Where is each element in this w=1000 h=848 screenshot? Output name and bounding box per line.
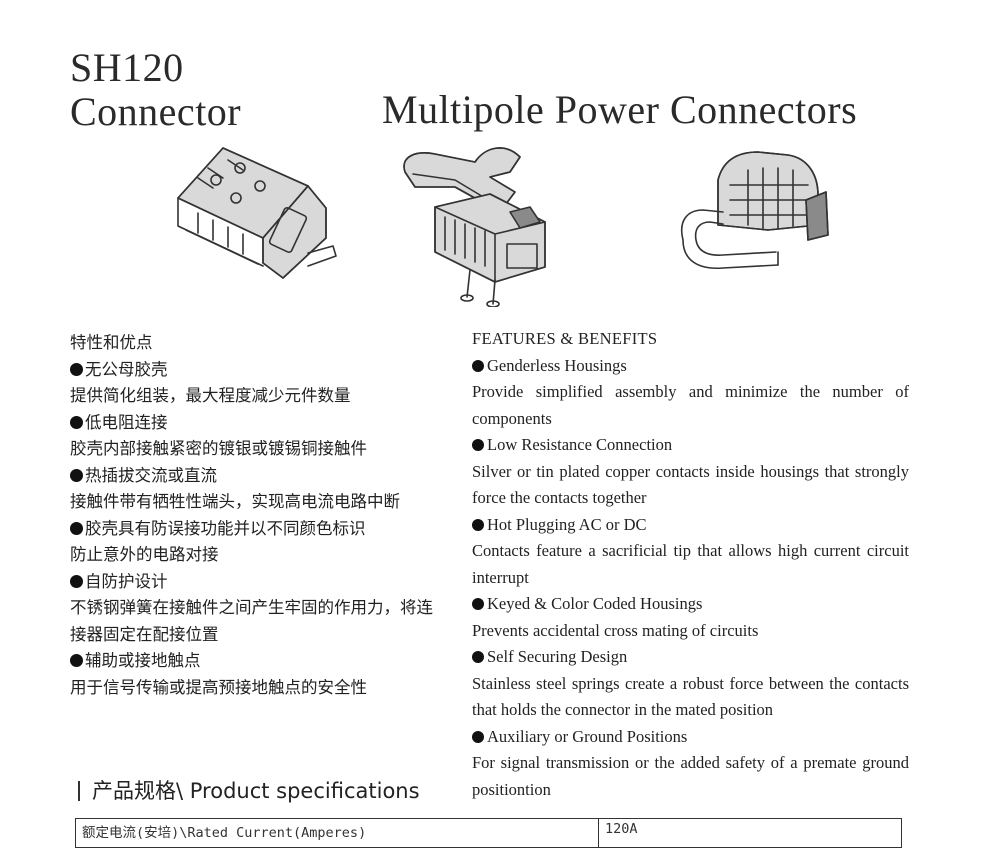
features-zh-text: 接器固定在配接位置: [70, 624, 219, 644]
bullet-icon: [70, 415, 83, 429]
bullet-icon: [472, 598, 484, 610]
features-en-desc: Stainless steel springs create a robust …: [472, 673, 909, 720]
features-en-bullet: Genderless Housings: [472, 353, 909, 380]
features-zh-text: 热插拔交流或直流: [85, 465, 217, 485]
features-zh-text: 防止意外的电路对接: [70, 545, 219, 564]
features-en-heading: FEATURES & BENEFITS: [472, 329, 658, 348]
bullet-icon: [472, 439, 484, 451]
features-en-title: Hot Plugging AC or DC: [487, 514, 647, 534]
heading-divider: [78, 781, 80, 801]
specs-row: 额定电流(安培)\Rated Current(Amperes)120A: [75, 818, 902, 848]
features-zh-bullet: 辅助或接地触点: [70, 648, 465, 675]
features-zh: 特性和优点 无公母胶壳提供简化组装，最大程度减少元件数量低电阻连接胶壳内部接触紧…: [70, 330, 465, 701]
connector-housing-illustration: [168, 138, 343, 288]
features-en-desc: Prevents accidental cross mating of circ…: [472, 620, 759, 640]
features-zh-text: 低电阻连接: [85, 412, 168, 432]
features-zh-desc: 用于信号传输或提高预接地触点的安全性: [70, 675, 465, 702]
model-type: Connector: [70, 89, 242, 134]
features-en-title: Low Resistance Connection: [487, 435, 673, 454]
features-en-bullet: Low Resistance Connection: [472, 432, 909, 459]
features-zh-desc: 提供简化组装，最大程度减少元件数量: [70, 383, 465, 410]
features-en-desc: For signal transmission or the added saf…: [472, 753, 909, 799]
bullet-icon: [472, 730, 484, 743]
features-zh-heading: 特性和优点: [70, 333, 153, 352]
bullet-icon: [70, 654, 83, 667]
features-zh-text: 用于信号传输或提高预接地触点的安全性: [70, 677, 367, 697]
connector-with-d-handle-illustration: [668, 140, 838, 290]
features-en-title: Keyed & Color Coded Housings: [487, 594, 703, 613]
features-zh-text: 辅助或接地触点: [85, 651, 201, 670]
features-en-bullet: Hot Plugging AC or DC: [472, 512, 909, 539]
bullet-icon: [70, 362, 83, 376]
features-zh-text: 胶壳具有防误接功能并以不同颜色标识: [85, 518, 366, 538]
model-number: SH120: [70, 45, 184, 90]
specs-heading-text: 产品规格\ Product specifications: [92, 779, 420, 803]
features-en-title: Self Securing Design: [487, 647, 628, 666]
features-en-title: Auxiliary or Ground Positions: [487, 726, 688, 746]
features-zh-desc: 不锈钢弹簧在接触件之间产生牢固的作用力，将连: [70, 595, 465, 622]
features-zh-text: 自防护设计: [85, 571, 168, 591]
features-zh-text: 提供简化组装，最大程度减少元件数量: [70, 386, 351, 405]
features-zh-bullet: 热插拔交流或直流: [70, 463, 465, 490]
features-zh-text: 接触件带有牺牲性端头，实现高电流电路中断: [70, 492, 400, 511]
features-zh-text: 不锈钢弹簧在接触件之间产生牢固的作用力，将连: [70, 598, 433, 617]
features-en-desc: Silver or tin plated copper contacts ins…: [472, 461, 909, 508]
features-zh-text: 无公母胶壳: [85, 359, 168, 379]
specs-label: 额定电流(安培)\Rated Current(Amperes): [75, 818, 599, 848]
bullet-icon: [70, 574, 83, 588]
bullet-icon: [472, 359, 484, 372]
features-zh-bullet: 自防护设计: [70, 569, 465, 596]
features-en-desc: Contacts feature a sacrificial tip that …: [472, 541, 909, 587]
bullet-icon: [472, 651, 484, 663]
features-zh-desc: 胶壳内部接触紧密的镀银或镀锡铜接触件: [70, 436, 465, 463]
features-en-bullet: Auxiliary or Ground Positions: [472, 724, 909, 751]
specs-heading: 产品规格\ Product specifications: [78, 775, 420, 805]
page-title: Multipole Power Connectors: [382, 87, 858, 132]
features-zh-desc: 防止意外的电路对接: [70, 542, 465, 569]
features-zh-bullet: 胶壳具有防误接功能并以不同颜色标识: [70, 516, 465, 543]
specs-value: 120A: [598, 818, 902, 848]
features-en-title: Genderless Housings: [487, 355, 627, 375]
bullet-icon: [70, 468, 83, 482]
features-en-bullet: Keyed & Color Coded Housings: [472, 591, 909, 618]
features-zh-list: 无公母胶壳提供简化组装，最大程度减少元件数量低电阻连接胶壳内部接触紧密的镀银或镀…: [70, 357, 465, 702]
model-title: SH120 Connector: [70, 46, 241, 134]
bullet-icon: [472, 518, 484, 531]
features-zh-text: 胶壳内部接触紧密的镀银或镀锡铜接触件: [70, 439, 367, 458]
features-zh-desc: 接触件带有牺牲性端头，实现高电流电路中断: [70, 489, 465, 516]
specs-table: 额定电流(安培)\Rated Current(Amperes)120A: [75, 818, 902, 848]
features-zh-desc: 接器固定在配接位置: [70, 622, 465, 649]
features-zh-bullet: 无公母胶壳: [70, 357, 465, 384]
bullet-icon: [70, 521, 83, 535]
features-zh-bullet: 低电阻连接: [70, 410, 465, 437]
connector-with-handle-illustration: [395, 132, 585, 307]
features-en-desc: Provide simplified assembly and minimize…: [472, 382, 909, 428]
features-en-bullet: Self Securing Design: [472, 644, 909, 671]
